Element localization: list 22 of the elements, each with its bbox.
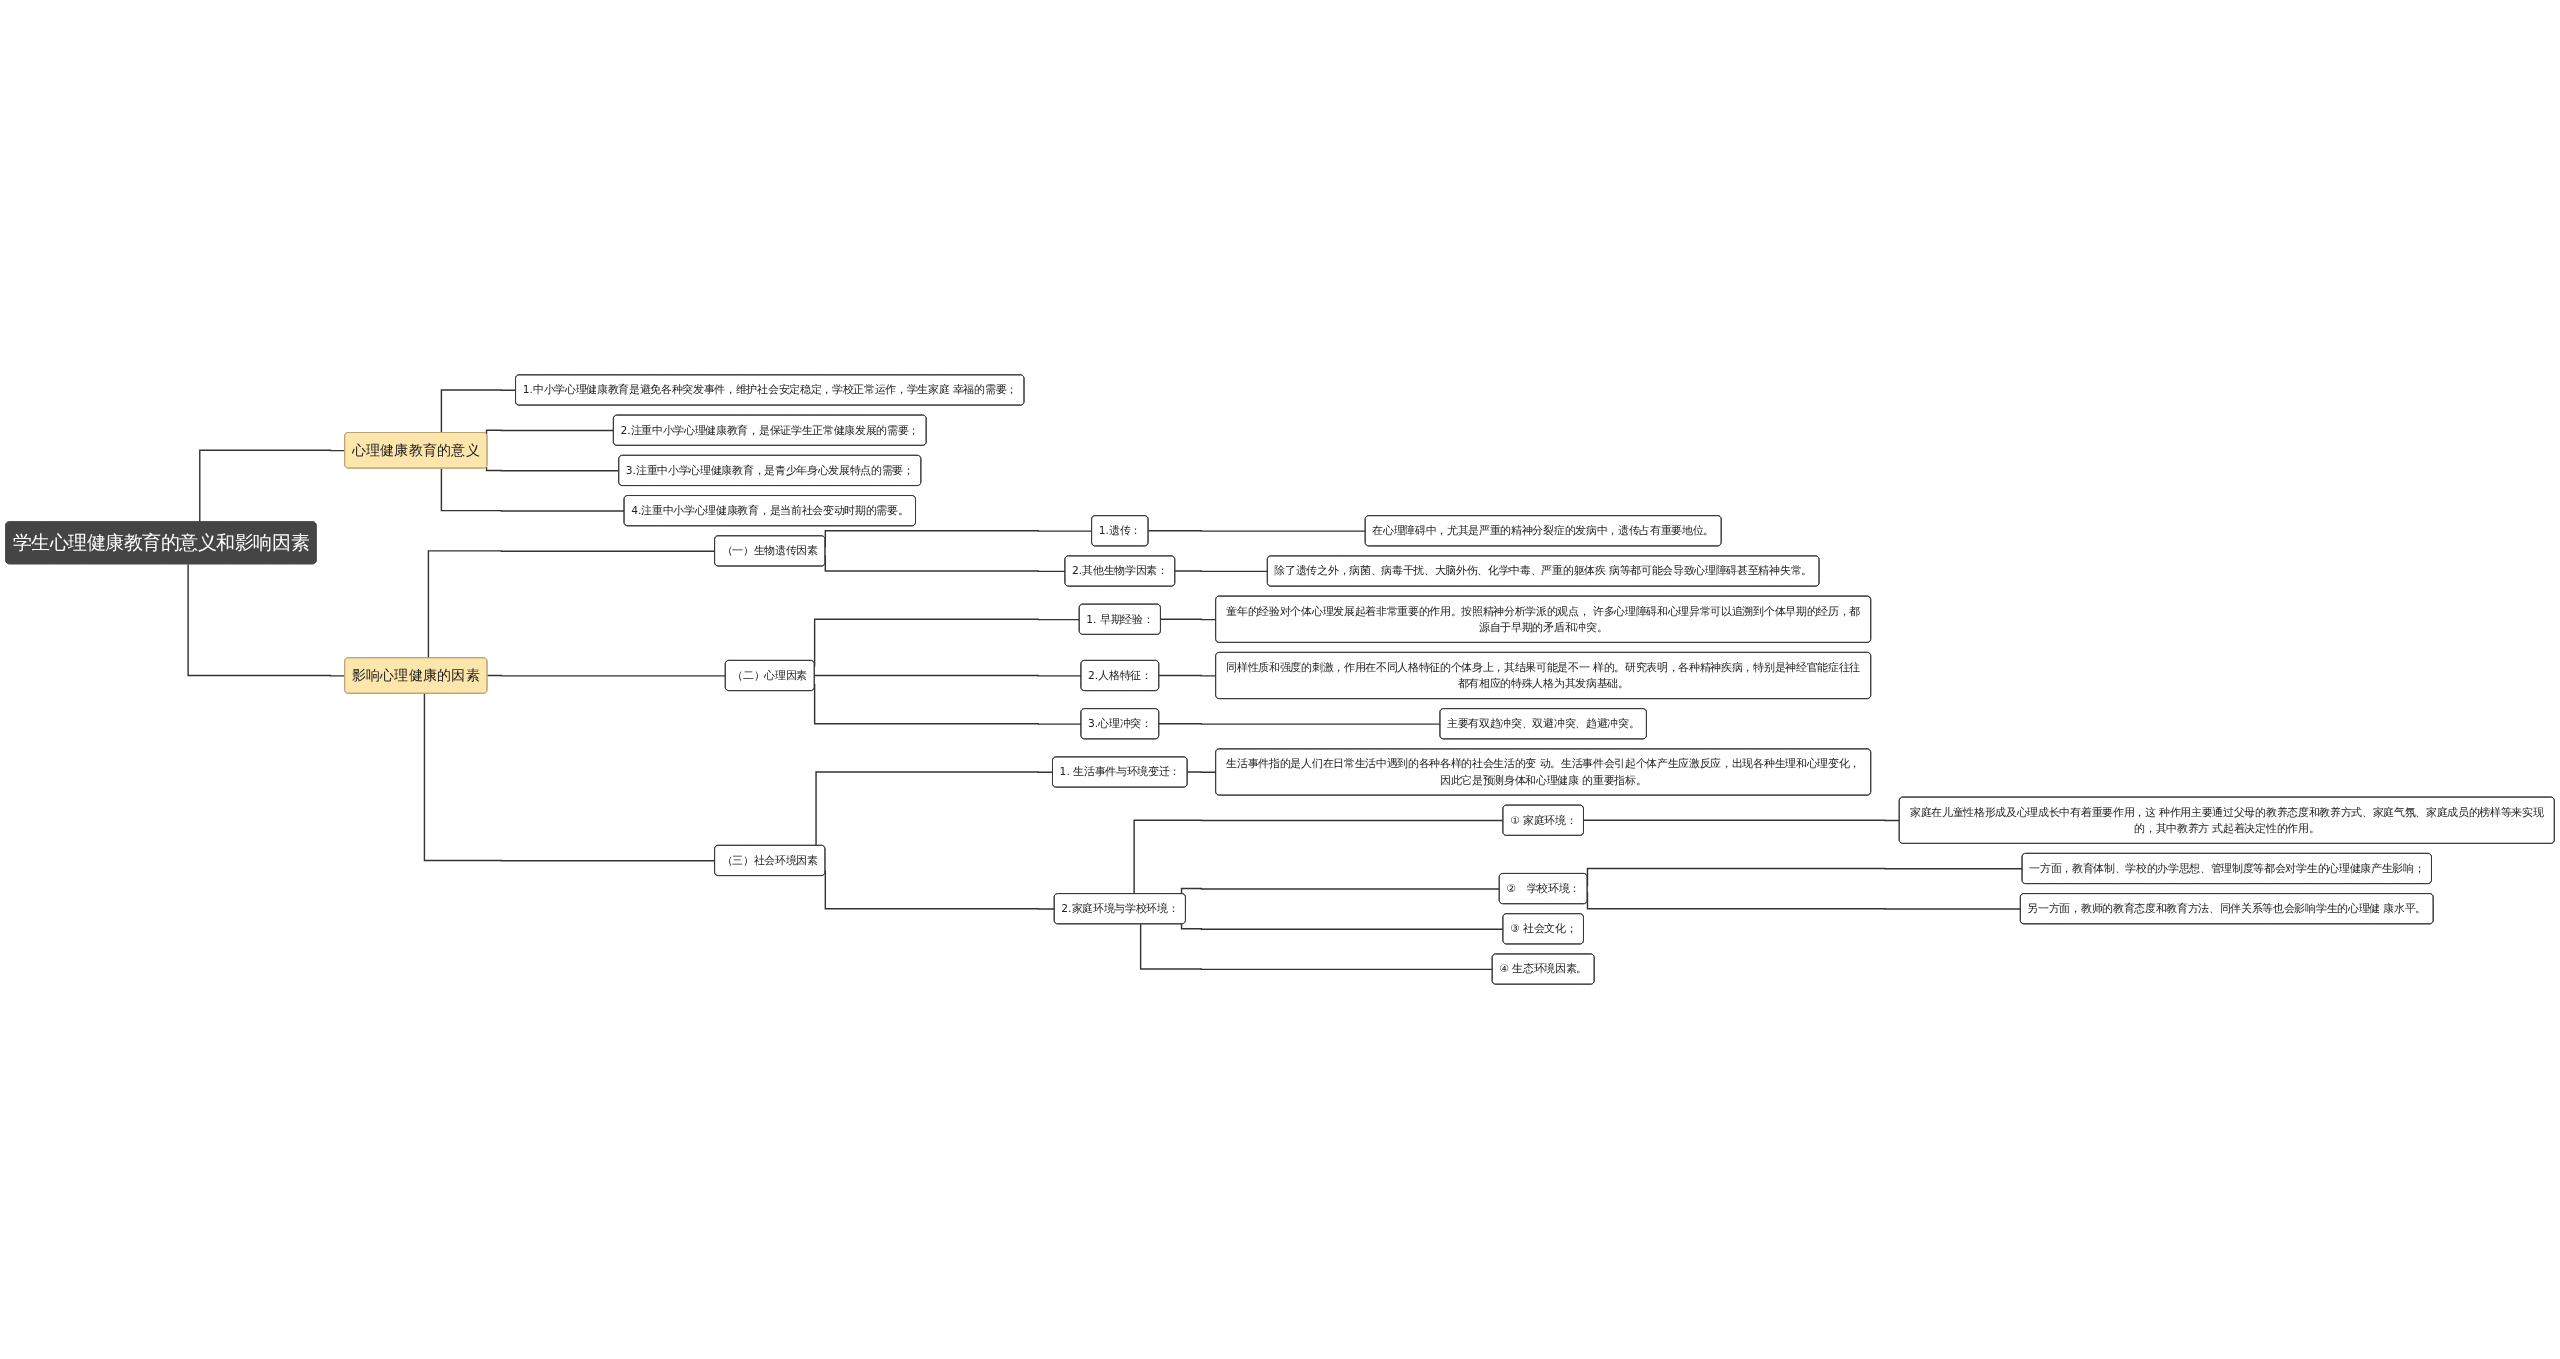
connector: [427, 550, 716, 659]
connector: [440, 389, 517, 434]
connector: [485, 429, 615, 435]
connector: [1147, 530, 1367, 532]
connector: [1158, 723, 1441, 725]
connector: [1186, 771, 1217, 774]
connector: [815, 771, 1054, 847]
connector: [1139, 923, 1494, 971]
connector: [1160, 618, 1217, 621]
connector: [1180, 923, 1504, 930]
connector: [1583, 819, 1901, 822]
connector: [440, 467, 626, 512]
connector: [1180, 887, 1501, 895]
connector: [199, 449, 346, 523]
connector: [1133, 819, 1504, 895]
connector: [486, 674, 727, 677]
connector: [813, 674, 1082, 677]
connector: [1158, 674, 1217, 677]
connector: [485, 466, 620, 472]
connector: [1174, 570, 1269, 573]
connector: [423, 692, 716, 862]
connector: [187, 563, 346, 677]
